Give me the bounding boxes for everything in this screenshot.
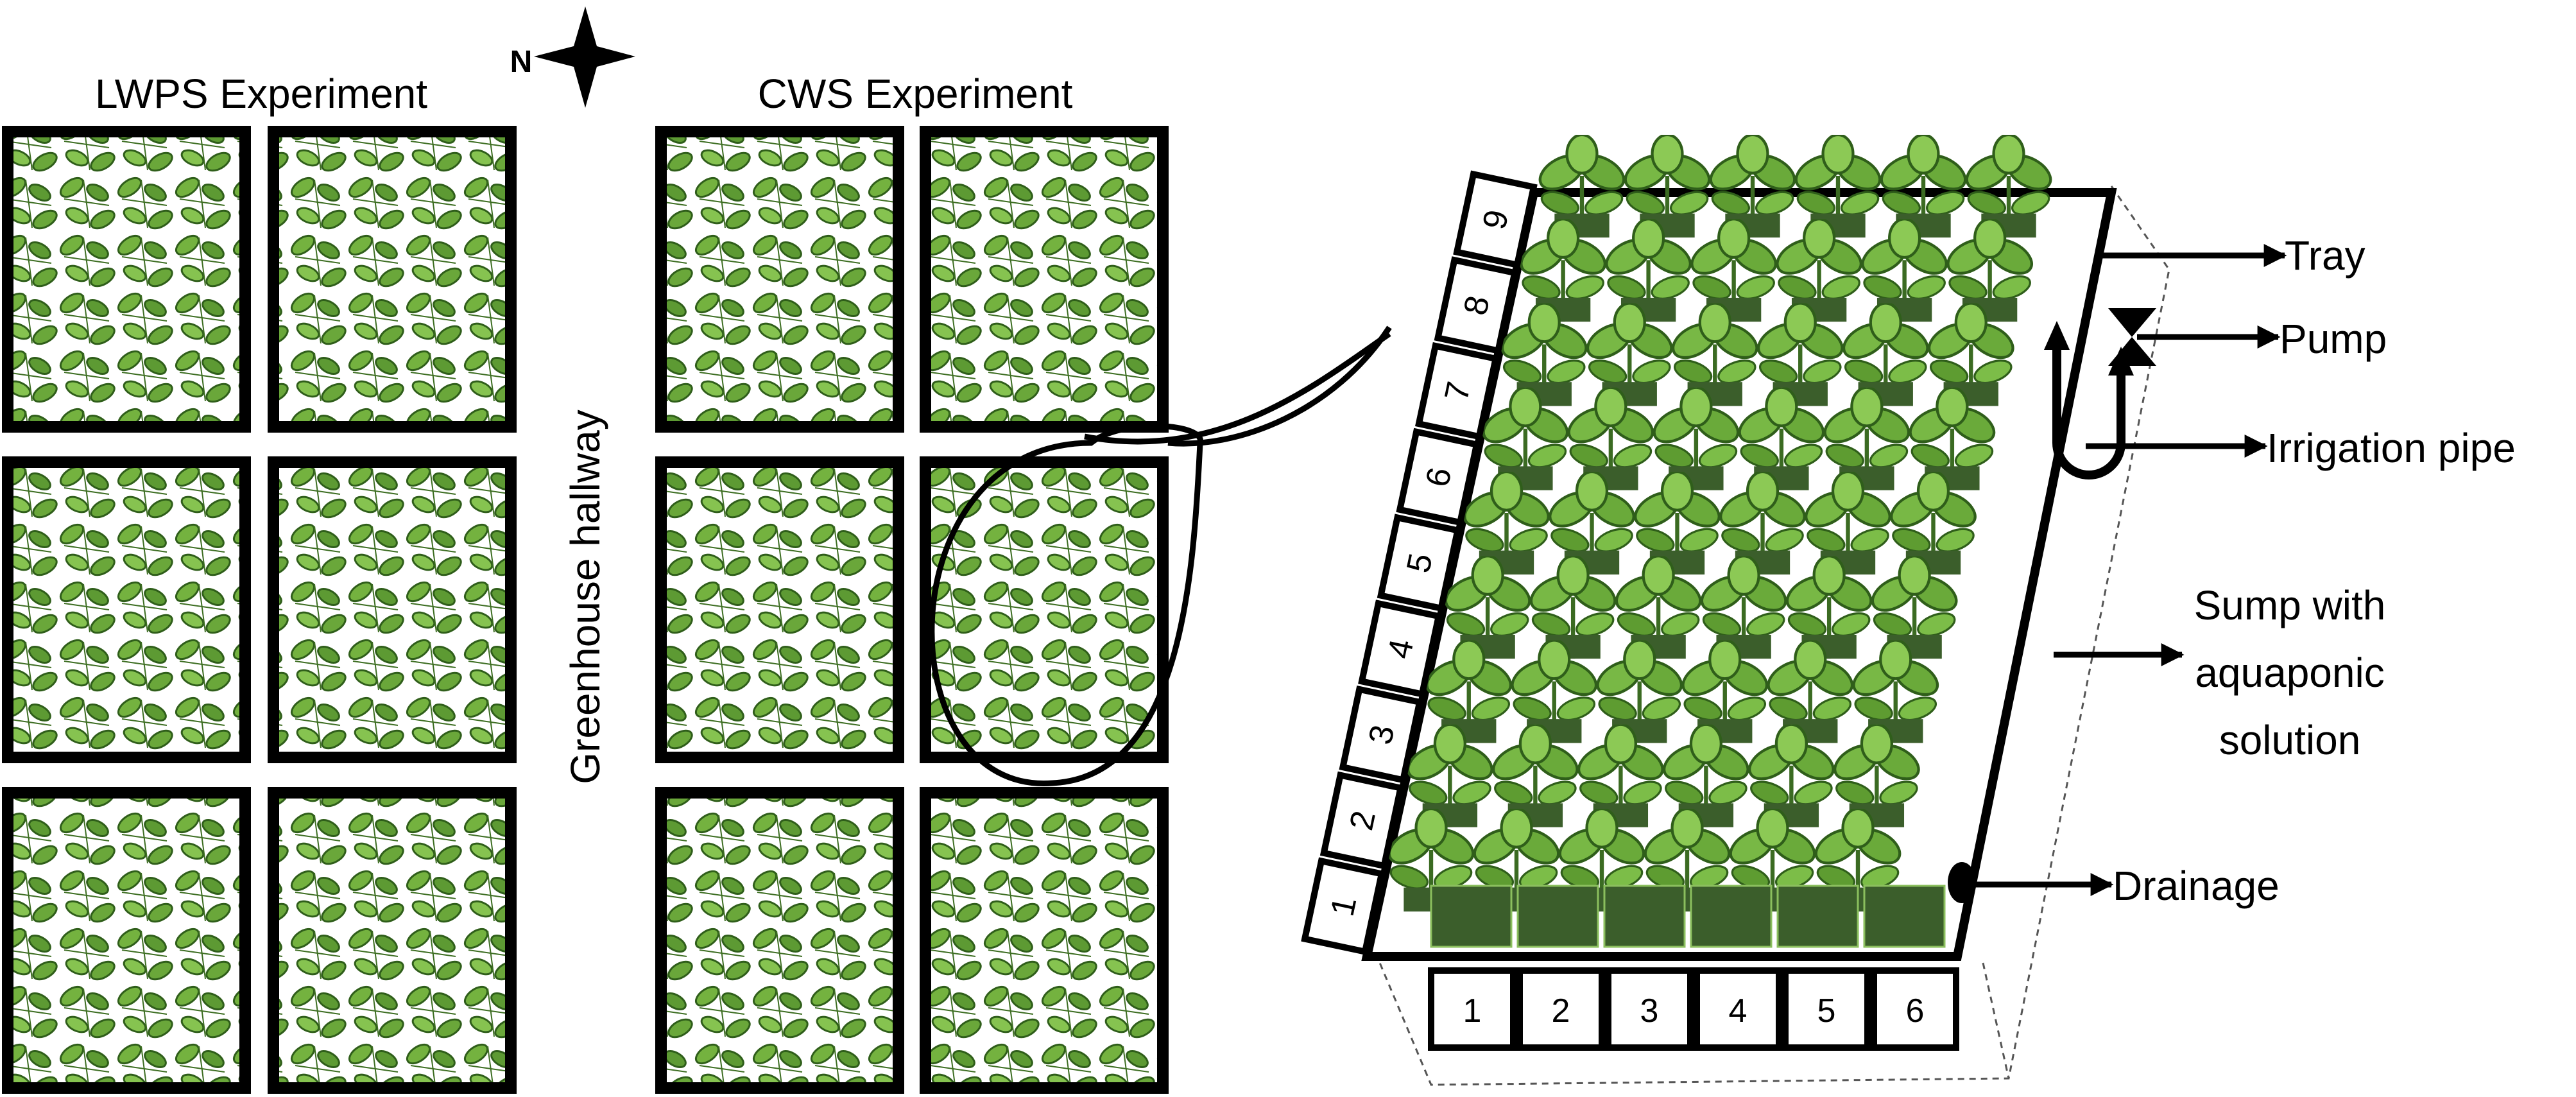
row-number-box: 5 [1377,514,1462,612]
lwps-plot [268,126,517,433]
irrigation-pipe-icon [2044,321,2134,479]
north-label: N [510,45,533,79]
column-number-label: 1 [1463,992,1482,1030]
pot [1690,885,1773,948]
lwps-plot-grid [2,126,517,1094]
row-number-box: 3 [1339,685,1424,784]
pump-label: Pump [2280,316,2387,362]
lwps-plot [2,456,251,763]
zoom-callout-connector-bottom [1167,325,1392,447]
sump-label-line2: aquaponic [2195,650,2384,696]
irrigation-label: Irrigation pipe [2267,425,2516,471]
cws-title: CWS Experiment [758,71,1073,117]
column-number-label: 5 [1817,992,1836,1030]
column-number-label: 6 [1906,992,1925,1030]
drainage-hole-icon [1948,862,1976,903]
column-number-box [1782,967,1871,1051]
lwps-plot [2,787,251,1094]
bottom-pot-row [1430,885,1946,948]
tray-label: Tray [2285,232,2366,279]
cws-plot [920,126,1169,433]
cws-plot [920,456,1169,763]
pot [1603,885,1686,948]
row-number-box: 2 [1319,771,1405,870]
row-number-box: 6 [1396,428,1481,526]
pot [1863,885,1946,948]
cws-plot-grid [655,126,1169,1094]
drainage-label: Drainage [2113,863,2280,909]
column-number-box [1605,967,1694,1051]
row-number-box: 9 [1453,170,1538,269]
column-number-box [1871,967,1959,1051]
north-compass-icon: N [510,6,635,108]
column-number-box [1428,967,1516,1051]
column-number-box [1694,967,1782,1051]
column-number-label: 2 [1552,992,1570,1030]
lwps-title: LWPS Experiment [95,71,427,117]
lwps-plot [268,456,517,763]
zoom-callout-connector-top [1084,331,1391,445]
row-number-box: 7 [1414,341,1500,441]
row-number-box: 4 [1358,600,1443,698]
cws-plot [920,787,1169,1094]
hallway-label: Greenhouse hallway [562,410,608,784]
cws-plot [655,456,904,763]
column-number-row: 1 2 3 4 5 6 [1428,967,1959,1051]
column-number-box [1516,967,1605,1051]
column-number-label: 4 [1729,992,1747,1030]
row-number-box: 1 [1301,857,1386,956]
pot [1430,885,1513,948]
lwps-plot [268,787,517,1094]
pot [1776,885,1859,948]
cws-plot [655,787,904,1094]
lwps-plot [2,126,251,433]
row-number-box: 8 [1434,256,1519,355]
cws-plot [655,126,904,433]
sump-outline [1378,186,2170,1086]
sump-label-line3: solution [2219,717,2361,763]
sump-label-line1: Sump with [2194,582,2386,628]
pot [1516,885,1599,948]
column-number-label: 3 [1640,992,1659,1030]
